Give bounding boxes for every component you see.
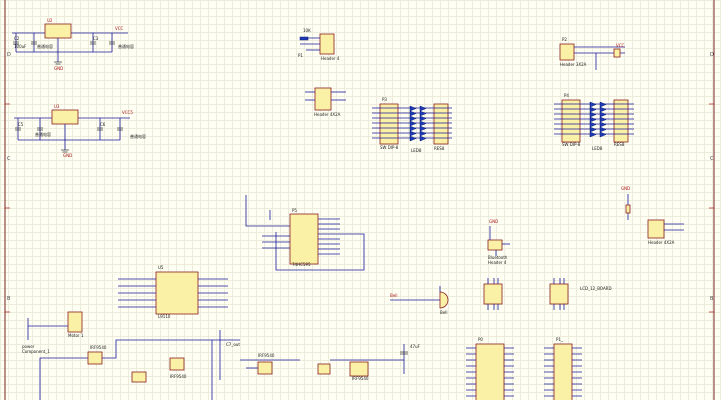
dip-led-bank-1[interactable]: P3 SW DIP-8 LED8 RES8 <box>372 97 452 153</box>
power-header-left[interactable]: power Component_1 Motor 1 <box>22 311 84 354</box>
dip1-type: SW DIP-8 <box>380 145 399 150</box>
cap-mid-label-3: 普通电容 <box>35 131 51 137</box>
cap-mid-label-4: 普通电容 <box>130 133 146 139</box>
vcc5-label: VCC5 <box>122 110 133 115</box>
led1-type: LED8 <box>411 148 422 153</box>
header-4-top[interactable]: 10K P1 Header 4 <box>298 28 340 61</box>
header-top-ref: P1 <box>298 53 303 58</box>
bell-net: Bell <box>390 293 397 298</box>
header-top-name: Header 4 <box>321 56 340 61</box>
led2-type: LED8 <box>592 146 603 151</box>
mcu-header-b[interactable]: P1_ <box>544 337 582 400</box>
sheet-border <box>4 0 715 400</box>
mcu-b-ref: P1_ <box>556 337 564 342</box>
motor-driver-block[interactable]: U5 L9110 <box>118 265 228 319</box>
bt-name: Bluetooth <box>488 255 508 260</box>
component-label: Component_1 <box>22 349 50 354</box>
shift-ref: P5 <box>292 208 297 213</box>
regulator-block-2[interactable]: U3 GND C5 普通电容 C6 普通电容 VCC5 <box>14 104 146 158</box>
vcc-label-1: VCC <box>115 26 124 31</box>
respack1-type: RES8 <box>434 146 445 151</box>
motor-ic-ref: U5 <box>158 265 164 270</box>
shift-type: 74HC595 <box>292 262 311 267</box>
zone-label-left-b: B <box>7 296 11 302</box>
zone-label-right-d: D <box>710 52 714 58</box>
zone-label-left-c: C <box>7 156 11 162</box>
lcd-connector-a[interactable] <box>483 278 503 310</box>
mosfet-q1: IRF9540 <box>90 345 107 350</box>
zone-label-left-d: D <box>7 52 11 58</box>
buzzer-block[interactable]: Bell Bell <box>390 286 449 315</box>
header-tr-ref: P2 <box>562 37 567 42</box>
lcd-board-label: LCD_12_BOARD <box>580 286 612 291</box>
gnd-label-2: GND <box>63 153 72 158</box>
respack2-type: RES8 <box>614 142 625 147</box>
motor-ic-name: L9110 <box>158 314 171 319</box>
mosfet-row[interactable]: IRF9540 IRF9540 IRF9540 IRF9540 47uF C7_… <box>39 330 421 400</box>
cap-label-c6: C6 <box>100 122 106 127</box>
motor1-label: Motor 1 <box>68 333 84 338</box>
bt-header: Header 4 <box>488 260 507 265</box>
cap-out-label-2: C7_out <box>226 342 240 347</box>
header-mid-name: Header 4X2A <box>314 112 341 117</box>
power-label: power <box>22 344 35 349</box>
bluetooth-module[interactable]: GND Bluetooth Header 4 <box>487 219 510 265</box>
mcu-a-ref: P0 <box>478 337 483 342</box>
lcd-connector-b[interactable]: LCD_12_BOARD <box>549 278 612 310</box>
dip-led-bank-2[interactable]: P4 SW DIP-8 LED8 RES8 <box>554 93 634 151</box>
bell-part: Bell <box>440 310 447 315</box>
mcu-header-a[interactable]: P0 <box>466 337 514 400</box>
regulator-2-ref: U3 <box>54 104 60 109</box>
cap-label-c2: C2 <box>14 36 20 41</box>
sensor-header-name: Header 4X2A <box>648 240 675 245</box>
gnd-label-1: GND <box>54 66 63 71</box>
zone-label-right-b: B <box>710 296 714 302</box>
bt-gnd: GND <box>489 219 498 224</box>
zone-label-right-c: C <box>710 156 714 162</box>
dip2-name: P4 <box>564 93 569 98</box>
res-label-r1: 10K <box>303 28 311 33</box>
cap-mid-label-1: 普通电容 <box>37 43 53 49</box>
header-tr-vcc: VCC <box>616 43 625 48</box>
dip2-type: SW DIP-8 <box>562 142 581 147</box>
shift-register-block[interactable]: P5 74HC595 <box>245 195 365 271</box>
header-4x2a-mid[interactable]: Header 4X2A <box>305 87 346 117</box>
cap-label-c5: C5 <box>18 122 24 127</box>
header-4x2a-top-right[interactable]: P2 Header 3X2A VCC <box>559 37 625 70</box>
cap-mid-label-2: 普通电容 <box>118 43 134 49</box>
regulator-1-ref: U2 <box>47 18 53 23</box>
dip1-name: P3 <box>382 97 387 102</box>
regulator-ic-1 <box>44 23 72 39</box>
mosfet-q4: IRF9540 <box>352 376 369 381</box>
header-tr-name: Header 3X2A <box>560 62 587 67</box>
mosfet-q3: IRF9540 <box>258 353 275 358</box>
cap-label-c3: C3 <box>93 36 99 41</box>
regulator-block-1[interactable]: U2 GND C2 100uF 普通电容 C3 普通电容 VCC <box>12 18 134 71</box>
cap-val-c2: 100uF <box>14 44 27 49</box>
led-array-1 <box>372 105 452 142</box>
sensor-gnd: GND <box>621 186 630 191</box>
sensor-header-right[interactable]: GND Header 4X2A <box>621 186 684 245</box>
mosfet-q2: IRF9540 <box>170 374 187 379</box>
cap-out-label: 47uF <box>410 344 421 349</box>
regulator-ic-2 <box>51 109 79 125</box>
